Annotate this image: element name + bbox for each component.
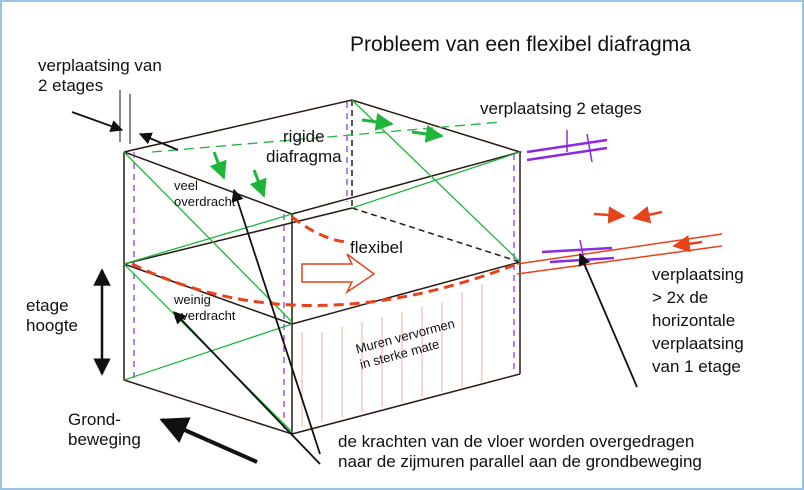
ground-motion-arrow bbox=[159, 417, 258, 464]
column-dashes bbox=[133, 102, 515, 432]
diagram-title: Probleem van een flexibel diafragma bbox=[350, 33, 691, 56]
red-deflection-curves bbox=[131, 215, 518, 307]
label-verplaatsing-2-etages-right: verplaatsing 2 etages bbox=[480, 99, 642, 118]
green-load-arrows bbox=[209, 112, 444, 198]
black-pointer-arrows bbox=[71, 90, 638, 465]
label-grondbeweging: Grond- beweging bbox=[68, 410, 141, 450]
label-etage-hoogte: etage hoogte bbox=[26, 296, 78, 336]
label-rigide-diafragma: rigide diafragma bbox=[266, 127, 342, 167]
label-weinig-overdracht: weinig overdracht bbox=[174, 292, 236, 323]
label-verplaatsing-2x: verplaatsing > 2x de horizontale verplaa… bbox=[652, 265, 744, 376]
red-displacement-arrows bbox=[593, 206, 703, 253]
label-verplaatsing-2-etages-left: verplaatsing van 2 etages bbox=[38, 56, 162, 96]
label-veel-overdracht: veel overdracht bbox=[174, 178, 236, 209]
purple-markers bbox=[526, 130, 615, 271]
red-wall-hatch bbox=[301, 284, 483, 427]
label-flexibel: flexibel bbox=[350, 238, 403, 257]
label-krachten: de krachten van de vloer worden overgedr… bbox=[338, 432, 702, 472]
